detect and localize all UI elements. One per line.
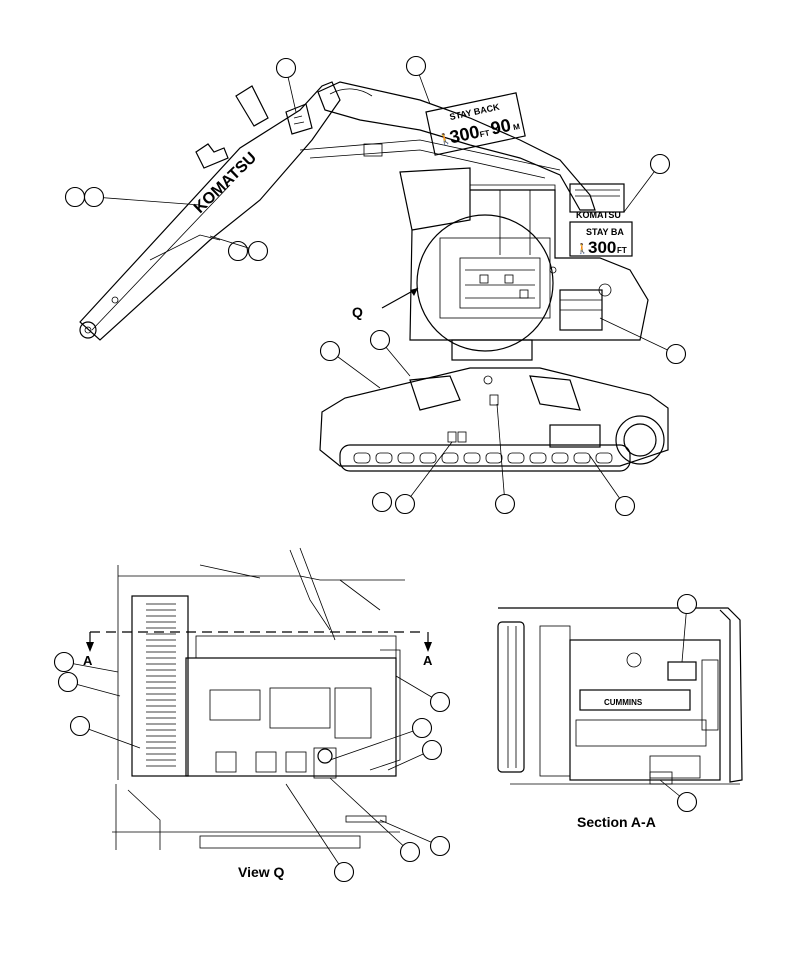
callout-bubble	[494, 493, 516, 515]
slew-ring	[451, 339, 533, 361]
detail-q-circle	[416, 214, 554, 352]
cab-person-icon: 🚶	[576, 242, 588, 255]
cab-decal-text: STAY BA	[586, 227, 624, 237]
callout-bubble	[665, 343, 687, 365]
callout-leader	[329, 777, 411, 853]
engine-nameplate: CUMMINS	[604, 698, 643, 707]
track-pad	[353, 452, 371, 464]
section-marker-right: A	[423, 653, 433, 668]
callout-bubble	[394, 493, 416, 515]
callout-leader	[589, 455, 626, 507]
track-pad	[485, 452, 503, 464]
callout-leader	[599, 317, 677, 355]
callout-bubble	[57, 671, 79, 693]
callout-bubble	[399, 841, 421, 863]
callout-leader	[404, 441, 453, 505]
cab-komatsu-logo: KOMATSU	[576, 210, 621, 220]
stay-back-decal-cab: STAY BA 🚶 300 FT	[569, 221, 633, 257]
track-pad	[551, 452, 569, 464]
track-pad	[441, 452, 459, 464]
track-pad	[419, 452, 437, 464]
callout-bubble	[369, 329, 391, 351]
cab-decal-distance: 300	[588, 238, 616, 257]
arm	[299, 81, 596, 211]
callout-bubble	[421, 739, 443, 761]
cab-decal-unit: FT	[617, 246, 627, 255]
engine-block-top	[185, 657, 397, 777]
callout-bubble	[319, 340, 341, 362]
decal-unit-ft: FT	[479, 128, 491, 139]
radiator-fins	[146, 603, 176, 767]
callout-leader	[496, 403, 506, 505]
callout-leader	[285, 783, 345, 873]
radiator-core	[131, 595, 189, 777]
callout-bubble	[649, 153, 671, 175]
detail-q-label: Q	[352, 304, 363, 320]
detail-q-contents	[439, 237, 551, 319]
track-pad	[573, 452, 591, 464]
view-q-callouts	[53, 651, 451, 883]
radiator-section	[497, 621, 525, 773]
callout-bubble	[676, 791, 698, 813]
callout-leader	[329, 727, 423, 761]
upper-callouts	[64, 55, 687, 517]
section-callouts	[659, 593, 698, 813]
track-pad	[463, 452, 481, 464]
engine-section	[569, 639, 721, 781]
callout-bubble	[676, 593, 698, 615]
track-pad	[595, 452, 613, 464]
track-pad	[507, 452, 525, 464]
callout-leader	[79, 725, 141, 749]
decal-distance-m: 90	[489, 115, 513, 139]
track-pads	[353, 452, 613, 464]
callout-leader	[379, 819, 441, 847]
view-q: A A View Q	[83, 547, 433, 880]
callout-bubble	[371, 491, 393, 513]
callout-bubble	[614, 495, 636, 517]
filter-housing	[313, 747, 337, 779]
callout-bubble	[69, 715, 91, 737]
callout-bubble	[333, 861, 355, 883]
callout-bubble	[275, 57, 297, 79]
stay-back-decal-boom: STAY BACK 🚶 300 FT 90 M	[425, 92, 526, 156]
callout-bubble	[411, 717, 433, 739]
person-icon: 🚶	[437, 131, 453, 147]
section-a-a-caption: Section A-A	[577, 814, 656, 830]
section-marker-left: A	[83, 653, 93, 668]
track-pad	[375, 452, 393, 464]
callout-bubble	[83, 186, 105, 208]
callout-bubble	[53, 651, 75, 673]
track-pad	[529, 452, 547, 464]
track-pad	[397, 452, 415, 464]
undercarriage	[319, 367, 669, 472]
callout-bubble	[429, 835, 451, 857]
callout-bubble	[64, 186, 86, 208]
engine-nameplate-box	[579, 689, 691, 711]
view-q-caption: View Q	[238, 864, 285, 880]
decal-unit-m: M	[512, 122, 521, 132]
boom	[79, 81, 341, 341]
section-a-a: CUMMINS Section A-A	[497, 607, 743, 830]
callout-leader	[329, 350, 381, 389]
callout-bubble	[405, 55, 427, 77]
machine-side-view: KOMATSU STAY BACK 🚶 300 FT 90 M	[79, 81, 669, 472]
callout-leader	[93, 196, 201, 206]
decal-distance-ft: 300	[448, 122, 482, 148]
callout-bubble	[429, 691, 451, 713]
callout-bubble	[247, 240, 269, 262]
